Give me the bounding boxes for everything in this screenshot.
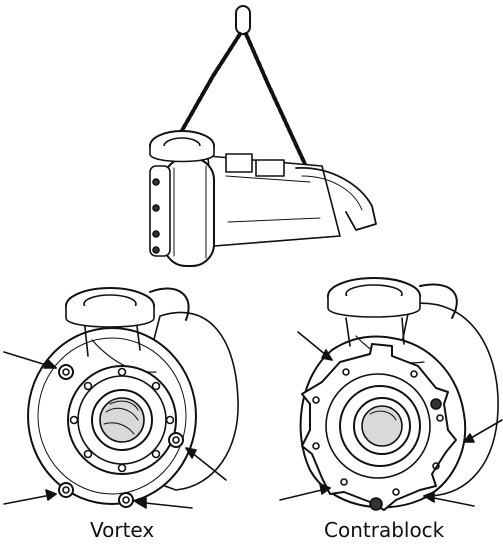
vortex-plug-bottom-right [118,492,134,508]
caption-vortex: Vortex [90,518,155,542]
vortex-plug-right [168,432,184,448]
caption-contrablock: Contrablock [324,518,445,542]
vortex-plug-bottom-left [58,482,74,498]
vortex-arrows [3,351,227,509]
vortex-plug-upper [58,364,74,380]
contrablock-screw-right [430,398,442,410]
motor-handle [295,167,377,231]
vortex-suction-flange [67,365,177,475]
hanging-pump [149,130,377,267]
lifting-ring [235,5,251,35]
contrablock-pump [299,277,499,511]
contrablock-arrows [279,331,503,507]
vortex-pump [27,287,239,508]
contrablock-screw-bottom [369,497,383,511]
